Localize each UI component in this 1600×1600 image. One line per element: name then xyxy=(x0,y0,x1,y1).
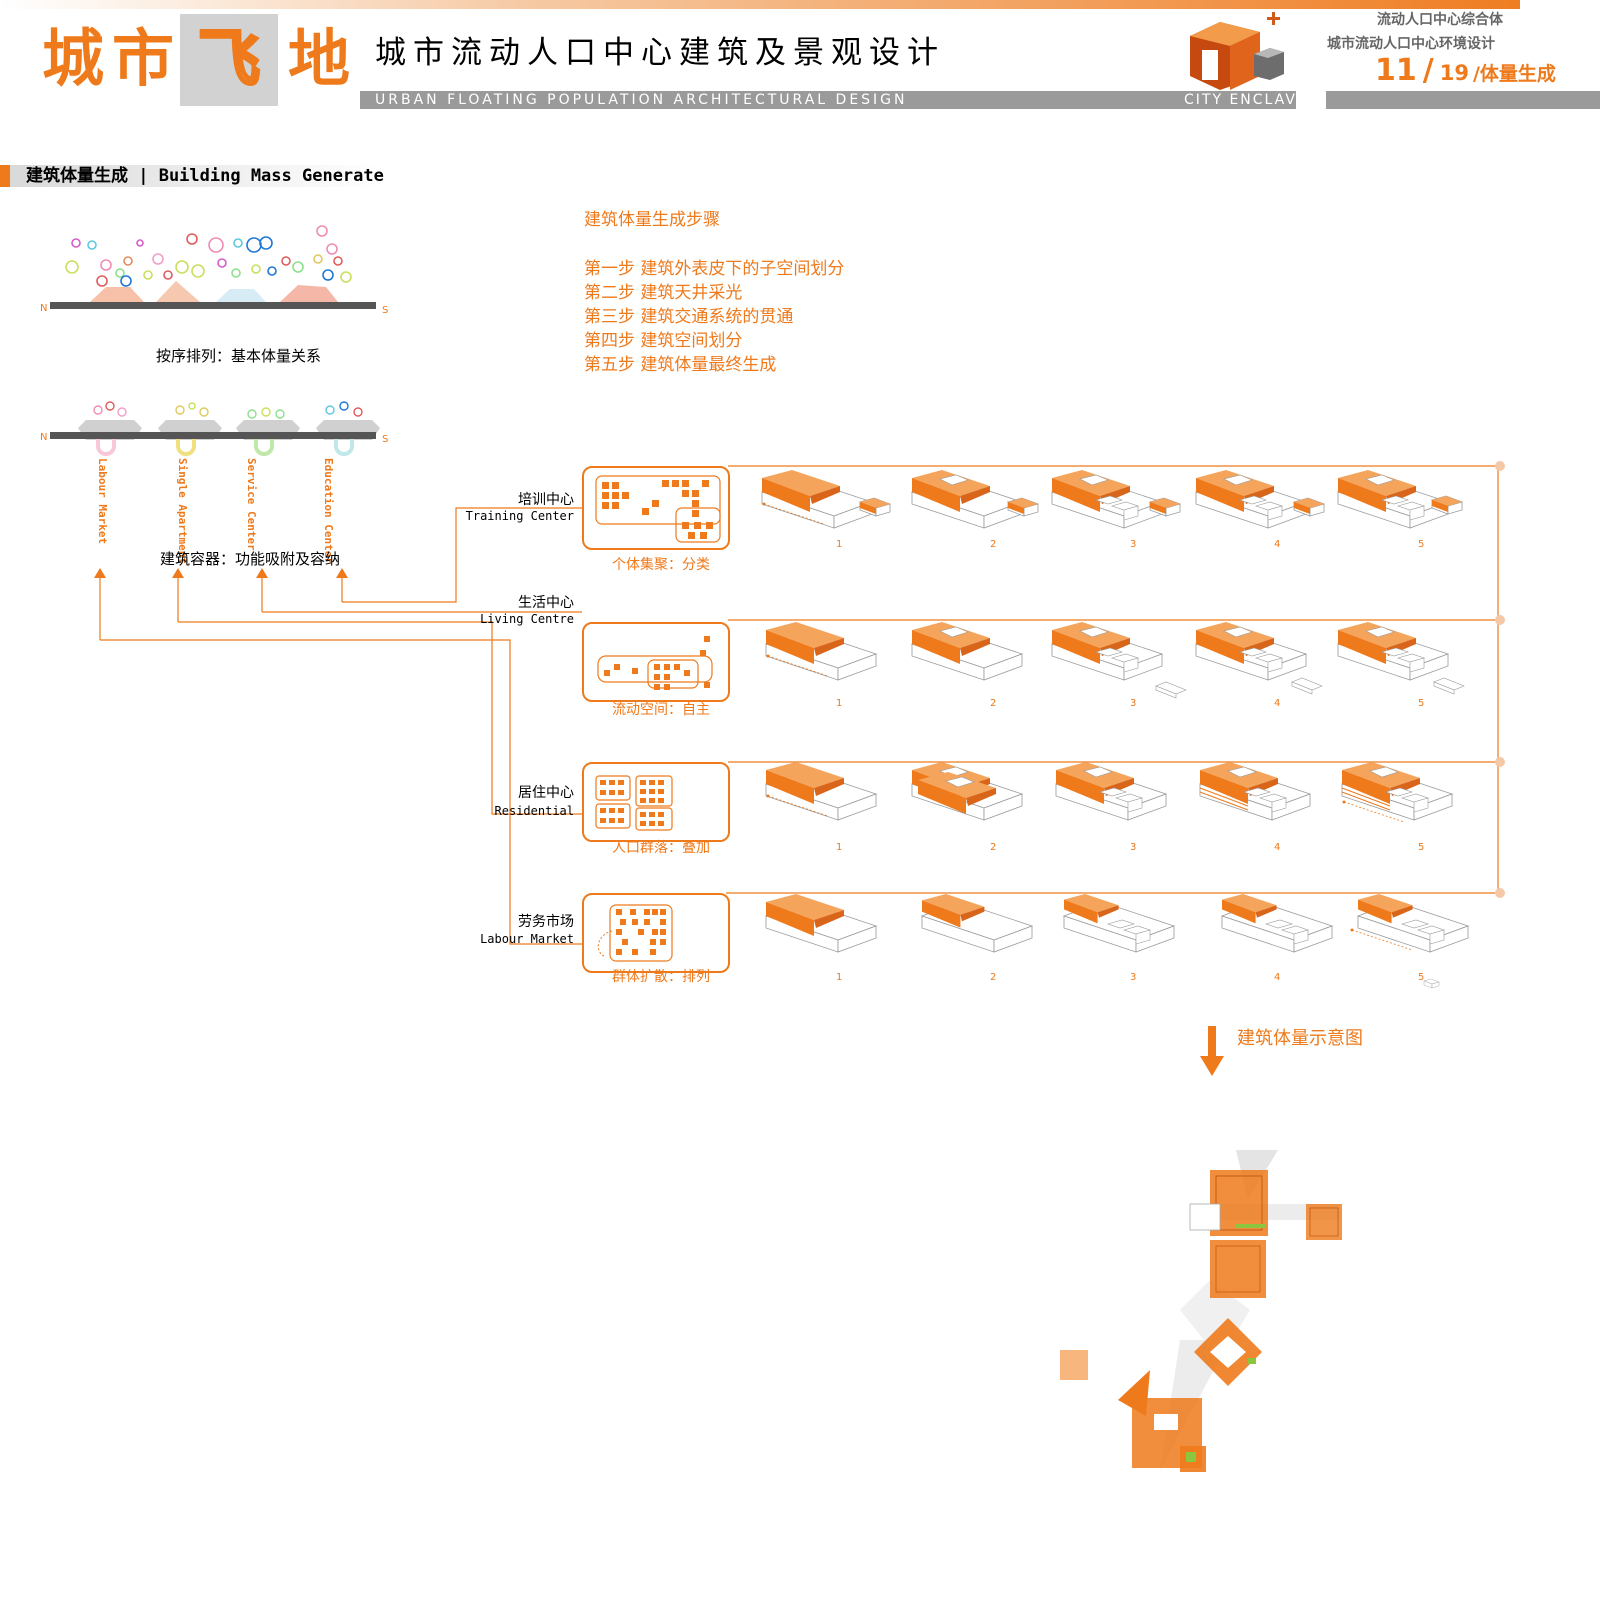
south-label-2: S xyxy=(382,434,388,445)
concept-residential: 人口群落：叠加 xyxy=(612,840,710,856)
header-grey-bar xyxy=(360,91,1600,109)
row-training-en: Training Center xyxy=(465,509,574,523)
step-4: 第四步 建筑空间划分 xyxy=(584,331,743,351)
section-title: 建筑体量生成 | Building Mass Generate xyxy=(26,166,384,186)
step-1: 第一步 建筑外表皮下的子空间划分 xyxy=(584,259,845,279)
section-band xyxy=(10,165,385,187)
caption-basic-mass: 按序排列：基本体量关系 xyxy=(156,347,322,365)
south-label: S xyxy=(382,305,388,316)
row3-step-3: 3 xyxy=(1130,842,1137,853)
row3-step-2: 2 xyxy=(990,842,997,853)
residential-stack-icon xyxy=(595,775,673,831)
row-living-en: Living Centre xyxy=(480,612,574,626)
logo-backdrop xyxy=(180,14,278,106)
living-flow-icon xyxy=(597,636,713,690)
row1-step-1: 1 xyxy=(836,539,843,550)
header-bar-gap xyxy=(1296,91,1326,109)
function-label-education: Education Center xyxy=(322,458,335,564)
step-3: 第三步 建筑交通系统的贯通 xyxy=(584,307,794,327)
row-labour-en: Labour Market xyxy=(480,932,574,946)
concept-training: 个体集聚：分类 xyxy=(612,557,710,573)
city-enclave-text: CITY ENCLAVE xyxy=(1184,92,1308,108)
page-title-cn: 城市流动人口中心建筑及景观设计 xyxy=(375,35,945,71)
row4-step-3: 3 xyxy=(1130,972,1137,983)
row4-step-1: 1 xyxy=(836,972,843,983)
building-container-diagram: N S xyxy=(40,401,388,456)
row1-step-5: 5 xyxy=(1418,539,1425,550)
north-label-2: N xyxy=(40,432,47,443)
logo-char-1: 城 xyxy=(42,22,105,95)
step-5: 第五步 建筑体量最终生成 xyxy=(584,355,777,375)
row-labour-cn: 劳务市场 xyxy=(518,914,574,930)
icon-box-residential xyxy=(582,762,730,842)
page-total: 19 xyxy=(1439,61,1469,85)
function-label-apartment: Single Apartment xyxy=(176,458,189,564)
icon-box-labour xyxy=(582,893,730,973)
header-right-line1: 流动人口中心综合体 xyxy=(1377,12,1503,28)
row2-step-5: 5 xyxy=(1418,698,1425,709)
row1-step-3: 3 xyxy=(1130,539,1137,550)
concept-living: 流动空间：自主 xyxy=(612,702,710,718)
page-title-en: URBAN FLOATING POPULATION ARCHITECTURAL … xyxy=(375,92,908,108)
basic-mass-diagram: N S xyxy=(40,225,388,316)
logo-char-2: 市 xyxy=(112,22,175,95)
row2-step-3: 3 xyxy=(1130,698,1137,709)
steps-title: 建筑体量生成步骤 xyxy=(584,210,720,230)
labour-scatter-icon xyxy=(597,904,673,962)
logo-char-4: 地 xyxy=(288,22,351,95)
icon-box-training xyxy=(582,466,730,550)
icon-box-living xyxy=(582,622,730,702)
page-current: 11 xyxy=(1375,53,1417,88)
concept-labour: 群体扩散：排列 xyxy=(612,969,710,985)
page-topic: /体量生成 xyxy=(1472,63,1556,85)
north-label: N xyxy=(40,303,47,314)
row-residential-cn: 居住中心 xyxy=(518,785,574,801)
row1-step-2: 2 xyxy=(990,539,997,550)
down-arrow-icon xyxy=(1200,1026,1224,1076)
row4-step-4: 4 xyxy=(1274,972,1281,983)
row2-step-4: 4 xyxy=(1274,698,1281,709)
training-cluster-icon xyxy=(595,475,721,543)
mass-diagram-label: 建筑体量示意图 xyxy=(1237,1028,1363,1049)
row-living-cn: 生活中心 xyxy=(518,595,574,611)
row1-step-4: 4 xyxy=(1274,539,1281,550)
row3-step-5: 5 xyxy=(1418,842,1425,853)
page-sep: / xyxy=(1422,53,1434,88)
caption-container: 建筑容器：功能吸附及容纳 xyxy=(160,550,341,568)
row3-step-1: 1 xyxy=(836,842,843,853)
row4-step-2: 2 xyxy=(990,972,997,983)
page-indicator: 11/19/体量生成 xyxy=(1375,56,1556,86)
header-right-line2: 城市流动人口中心环境设计 xyxy=(1327,36,1495,52)
row2-step-2: 2 xyxy=(990,698,997,709)
row2-step-1: 1 xyxy=(836,698,843,709)
row-residential-en: Residential xyxy=(494,804,574,818)
mass-plan-diagram xyxy=(1060,1150,1342,1472)
function-label-labour: Labour Market xyxy=(96,458,109,545)
logo-char-3: 飞 xyxy=(196,22,261,95)
section-tab xyxy=(0,165,10,187)
step-2: 第二步 建筑天井采光 xyxy=(584,283,743,303)
function-label-service: Service Center xyxy=(245,458,258,551)
row4-step-5: 5 xyxy=(1418,972,1425,983)
city-enclave-logo xyxy=(1190,12,1284,90)
header-gradient-bar xyxy=(0,0,1520,9)
row-training-cn: 培训中心 xyxy=(518,492,574,508)
row3-step-4: 4 xyxy=(1274,842,1281,853)
